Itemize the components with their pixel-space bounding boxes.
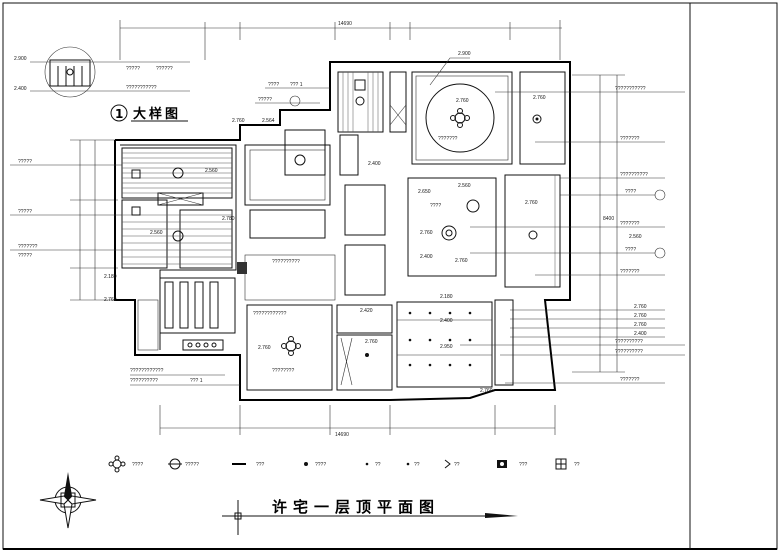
room-top-small xyxy=(337,71,407,133)
legend-label: ??? xyxy=(519,462,528,468)
drawing-title-block: 许宅一层顶平面图 xyxy=(222,498,518,535)
elevation-label: 2.760 xyxy=(525,200,538,206)
pendant-lamp-icon xyxy=(108,455,126,473)
small-light-icon xyxy=(406,462,410,466)
elevation-label: 2.900 xyxy=(14,56,27,62)
legend-label: ?? xyxy=(574,462,580,468)
elevation-label: 2.760 xyxy=(420,230,433,236)
elevation-label: 2.780 xyxy=(222,216,235,222)
elevation-label: 2.400 xyxy=(440,318,453,324)
legend-label: ?? xyxy=(375,462,381,468)
elevation-label: 2.180 xyxy=(104,274,117,280)
room-lower-left xyxy=(137,277,236,351)
annotation-label: ????? xyxy=(18,253,32,259)
elevation-label: 2.400 xyxy=(14,86,27,92)
room-label: ???????????? xyxy=(253,311,287,317)
annotation-label: ?????????? xyxy=(620,172,648,178)
elevation-label: 2.760 xyxy=(104,297,117,303)
elevation-label: 2.760 xyxy=(634,322,647,328)
annotation-label: ???????????? xyxy=(130,368,164,374)
elevation-label: 2.760 xyxy=(533,95,546,101)
detail-note: ?????? xyxy=(156,66,173,72)
elevation-label: 2.950 xyxy=(440,344,453,350)
annotation-label: ??? 1 xyxy=(190,378,203,384)
bottom-dimension: 14690 xyxy=(159,405,556,438)
annotation-label: ??????? xyxy=(620,221,640,227)
wall-lamp-icon xyxy=(444,459,451,469)
downlight-icon xyxy=(304,462,308,466)
annotation-label: ??????? xyxy=(18,244,38,250)
elevation-label: 2.564 xyxy=(262,118,275,124)
elevation-label: 2.760 xyxy=(634,313,647,319)
drawing-title: 许宅一层顶平面图 xyxy=(272,498,440,516)
legend-label: ?? xyxy=(454,462,460,468)
elevation-label: 2.560 xyxy=(205,168,218,174)
elevation-label: 2.180 xyxy=(440,294,453,300)
bottom-dimension-text: 14690 xyxy=(335,432,349,438)
room-label: ???? xyxy=(430,203,441,209)
legend-label: ???? xyxy=(132,462,143,468)
elevation-label: 2.760 xyxy=(232,118,245,124)
compass-icon xyxy=(39,472,97,529)
legend: ???? ????? ??? ???? ?? ?? ?? ??? ?? xyxy=(108,455,580,473)
annotation-label: ??? 1 xyxy=(290,82,303,88)
elevation-label: 2.760 xyxy=(258,345,271,351)
annotation-label: ?????????? xyxy=(615,349,643,355)
elevation-label: 2.400 xyxy=(368,161,381,167)
detail-note: ????? xyxy=(126,66,140,72)
detail-drawing: 2.900 2.400 ????? ?????? ??????????? 1 大… xyxy=(14,46,190,122)
annotation-label: ???? xyxy=(625,247,636,253)
elevation-label: 2.760 xyxy=(455,258,468,264)
room-label: ???????? xyxy=(272,368,294,374)
room-left: 2.560 2.560 xyxy=(121,147,233,269)
elevation-label: 2.900 xyxy=(458,51,471,57)
elevation-labels: 2.760 2.564 2.400 2.650 2.780 2.180 2.76… xyxy=(104,118,647,337)
annotation-label: ?????????? xyxy=(615,339,643,345)
spotlight-icon xyxy=(365,462,369,466)
detail-number-bubble xyxy=(110,104,128,122)
annotation-label: ???? xyxy=(268,82,279,88)
left-dimension xyxy=(70,139,118,301)
legend-label: ??? xyxy=(256,462,265,468)
elevation-label: 2.400 xyxy=(420,254,433,260)
annotation-label: ??????? xyxy=(620,377,640,383)
room-label: ??????? xyxy=(438,136,458,142)
elevation-label: 2.760 xyxy=(480,388,493,394)
elevation-label: 2.760 xyxy=(634,304,647,310)
detail-title: 大样图 xyxy=(133,106,181,122)
annotation-label: ????? xyxy=(18,209,32,215)
elevation-label: 2.650 xyxy=(418,189,431,195)
legend-label: ????? xyxy=(185,462,199,468)
room-label: ?????????? xyxy=(272,259,300,265)
room-round-ceiling: ??????? 2.760 2.760 2.900 xyxy=(411,51,566,165)
detail-note: ??????????? xyxy=(126,85,157,91)
annotation-labels: ????? ????? ??????? ????? ????? ???? ???… xyxy=(10,82,685,386)
elevation-label: 2.560 xyxy=(150,230,163,236)
elevation-label: 2.560 xyxy=(458,183,471,189)
annotation-label: ?????????? xyxy=(130,378,158,384)
legend-label: ?? xyxy=(414,462,420,468)
top-dimension: 14690 xyxy=(119,20,562,60)
elevation-label: 2.400 xyxy=(634,331,647,337)
annotation-label: ??????? xyxy=(620,136,640,142)
elevation-label: 2.560 xyxy=(629,234,642,240)
detail-number: 1 xyxy=(115,107,123,121)
right-dimension: 8400 xyxy=(572,74,625,373)
annotation-label: ??????? xyxy=(620,269,640,275)
top-dimension-text: 14690 xyxy=(338,21,352,27)
annotation-label: ???? xyxy=(625,189,636,195)
elevation-label: 2.760 xyxy=(365,339,378,345)
room-corridor xyxy=(237,129,386,301)
elevation-label: 2.760 xyxy=(456,98,469,104)
room-lower-middle: ???????????? ???????? 2.760 2.420 2.760 … xyxy=(246,294,514,394)
annotation-label: ????? xyxy=(18,159,32,165)
ceiling-lamp-icon xyxy=(168,458,182,470)
annotation-label: ????? xyxy=(258,97,272,103)
room-middle-right: 2.760 2.400 2.760 2.760 2.560 ???? ?????… xyxy=(272,174,561,288)
legend-label: ???? xyxy=(315,462,326,468)
annotation-label: ??????????? xyxy=(615,86,646,92)
right-dimension-text: 8400 xyxy=(603,216,614,222)
elevation-label: 2.420 xyxy=(360,308,373,314)
